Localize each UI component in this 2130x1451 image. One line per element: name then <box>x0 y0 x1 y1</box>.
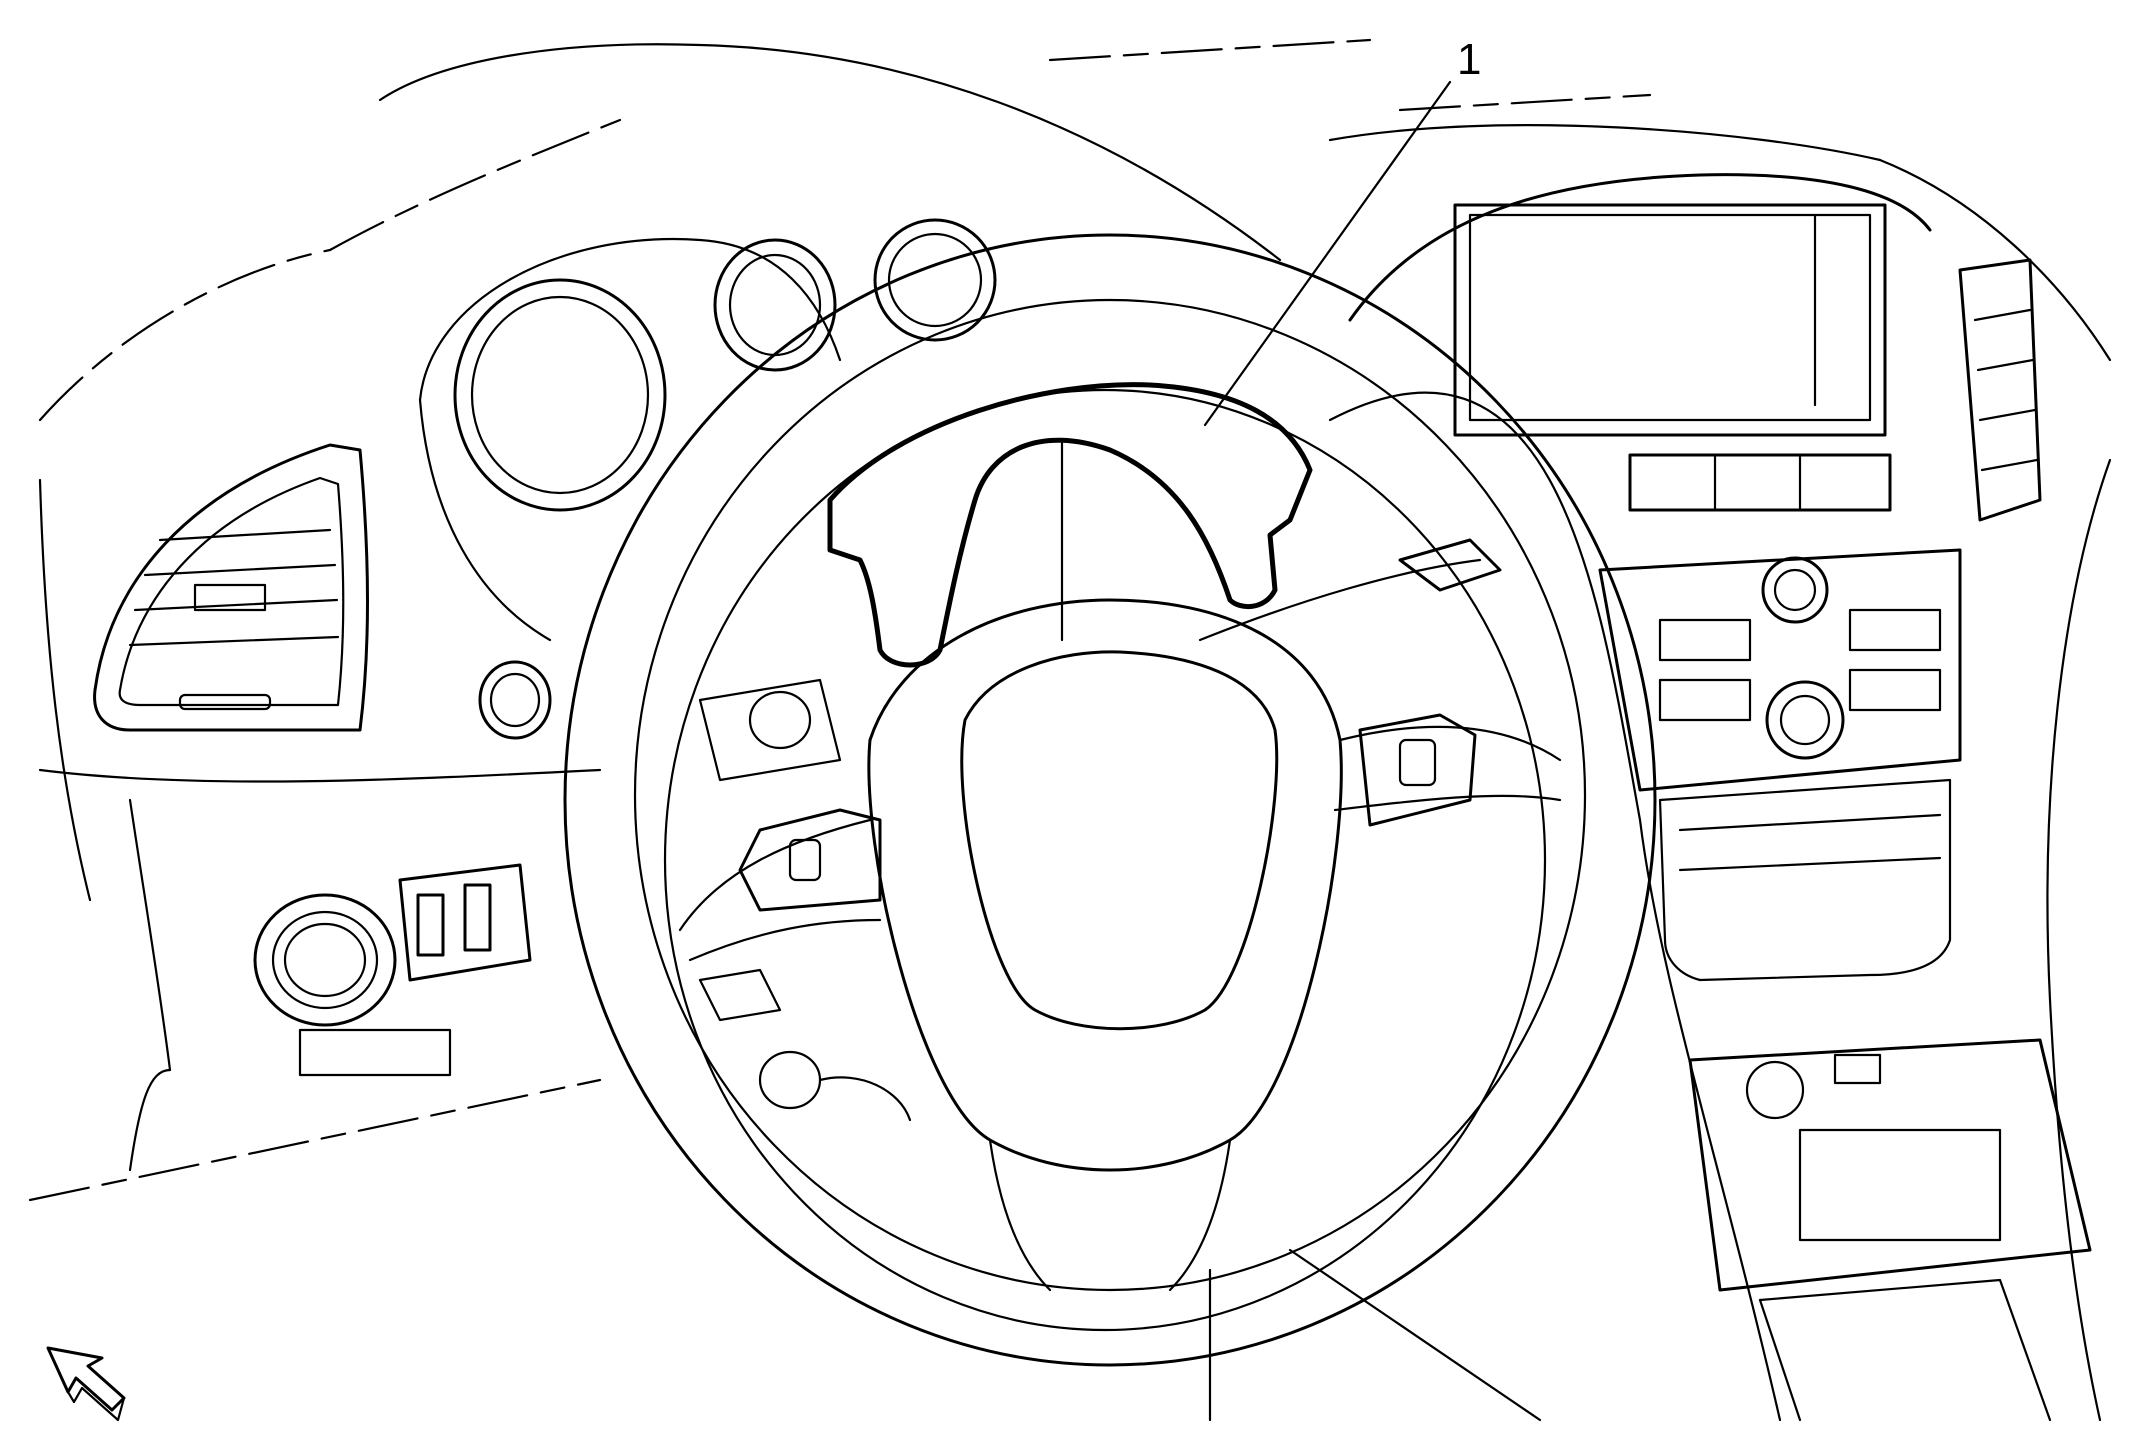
dimmer-switch <box>416 893 445 957</box>
radio-display <box>1628 453 1892 512</box>
callout-label-1: 1 <box>1457 35 1482 84</box>
headlamp-switch-knob <box>253 893 397 1027</box>
start-button <box>478 660 552 740</box>
steering-wheel <box>563 233 1657 1367</box>
upper-dash-outline <box>38 38 2112 422</box>
right-air-vent <box>1958 258 2042 522</box>
turn-signal-stalk <box>698 678 842 782</box>
center-stack <box>1328 173 2112 1422</box>
view-direction-arrow-icon <box>46 1346 126 1422</box>
display-screen <box>1453 203 1887 437</box>
lower-panel-opening <box>298 1028 452 1077</box>
upper-column-trim-cover <box>827 382 1313 668</box>
left-lower-dash <box>28 478 602 1202</box>
wiper-stalk <box>1398 538 1502 592</box>
console-switch <box>1833 1053 1882 1085</box>
left-air-vent <box>93 443 369 732</box>
control-panel <box>1598 548 1962 792</box>
tilt-lever <box>698 968 782 1022</box>
tune-knob <box>1765 680 1845 760</box>
callout-1-leader <box>1203 80 1452 427</box>
instrument-cluster <box>418 218 997 642</box>
lower-console <box>1688 1038 2092 1422</box>
left-spoke-switches <box>738 808 882 912</box>
volume-knob <box>1761 556 1829 624</box>
power-outlet <box>1745 1060 1805 1120</box>
right-spoke-switches <box>1358 713 1477 827</box>
steering-column-area <box>698 538 1542 1422</box>
storage-bin <box>1798 1128 2002 1242</box>
